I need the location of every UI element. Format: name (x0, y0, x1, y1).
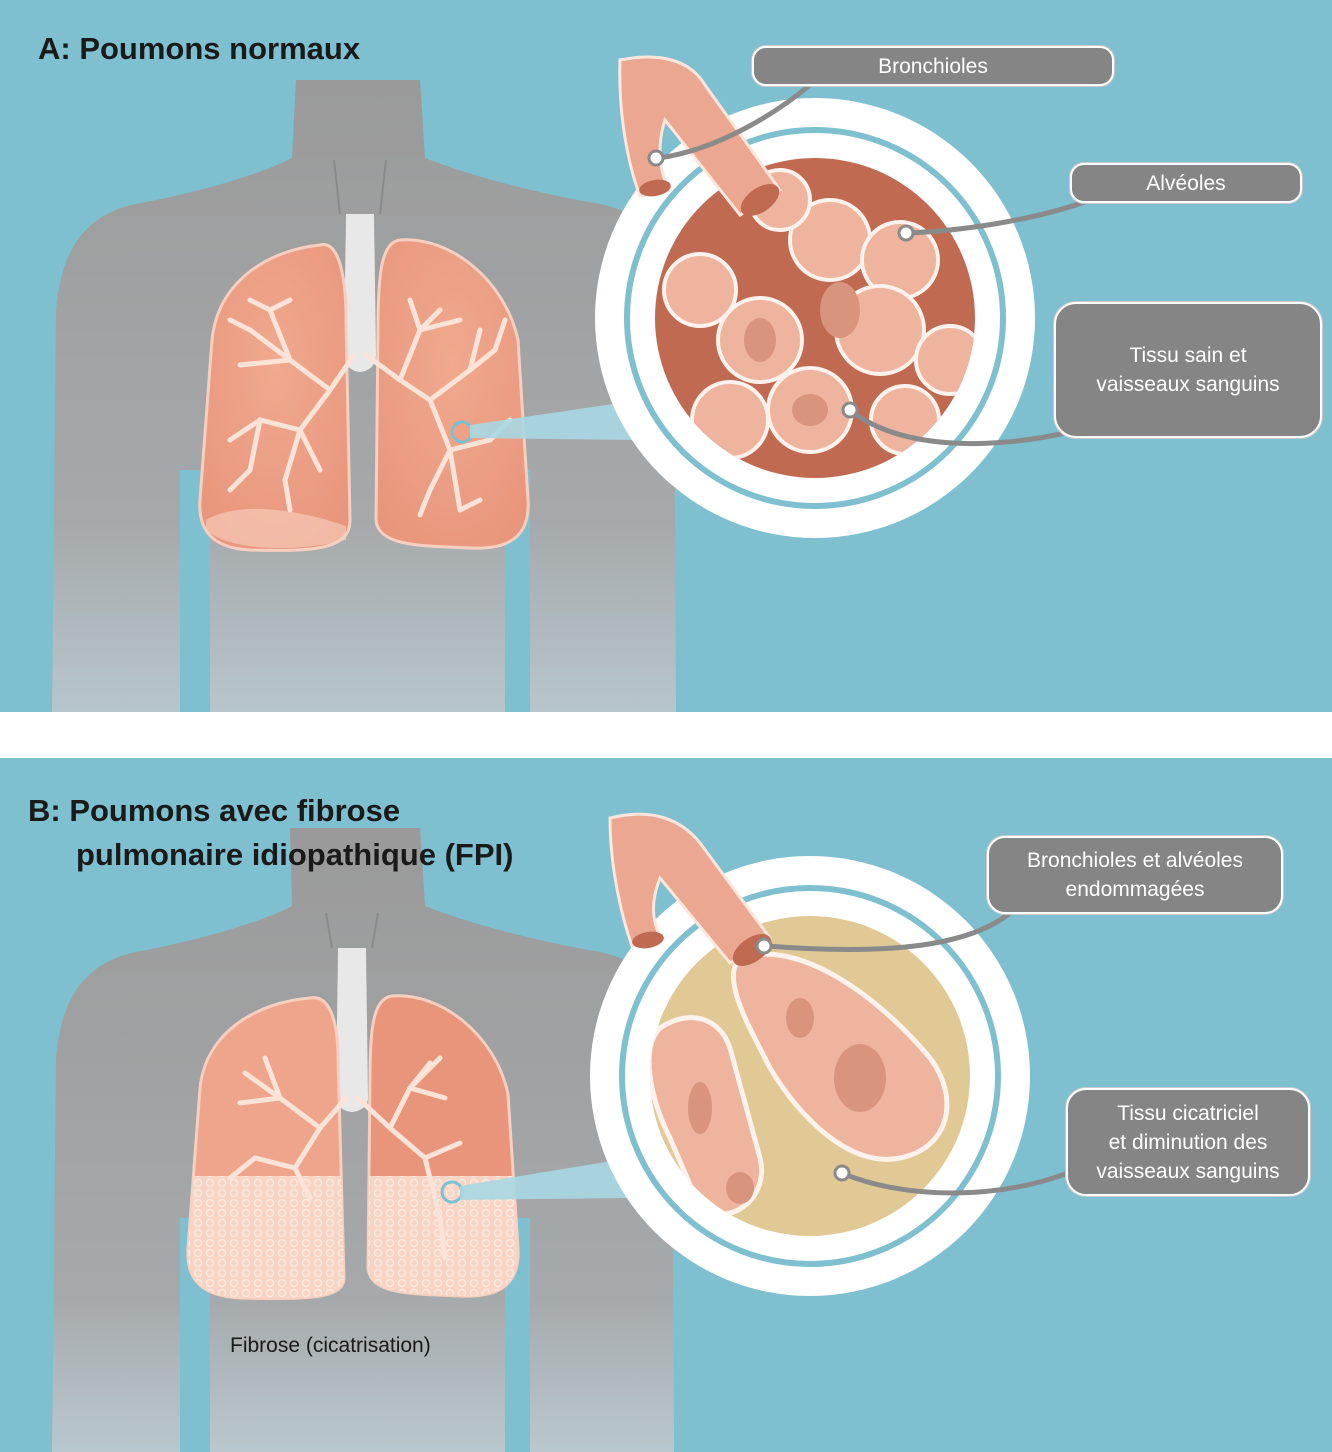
panel-a-title: A: Poumons normaux (38, 30, 360, 68)
panel-b-title-line2: pulmonaire idiopathique (FPI) (76, 836, 513, 874)
trachea (336, 948, 368, 1112)
callout-alveoles: Alvéoles (1070, 163, 1302, 203)
panel-b-title-line1: B: Poumons avec fibrose (28, 792, 400, 830)
trachea (344, 214, 376, 372)
callout-scar-tissue: Tissu cicatriciel et diminution des vais… (1066, 1088, 1310, 1196)
panel-normal-lungs: A: Poumons normaux Bronchioles Alvéoles … (0, 0, 1332, 712)
callout-healthy-tissue: Tissu sain et vaisseaux sanguins (1054, 302, 1322, 438)
panel-ipf-lungs: B: Poumons avec fibrose pulmonaire idiop… (0, 758, 1332, 1452)
fibrosis-caption: Fibrose (cicatrisation) (230, 1334, 431, 1358)
callout-bronchioles: Bronchioles (752, 46, 1114, 86)
callout-damaged-bronchioles-alveoli: Bronchioles et alvéoles endommagées (987, 836, 1283, 914)
